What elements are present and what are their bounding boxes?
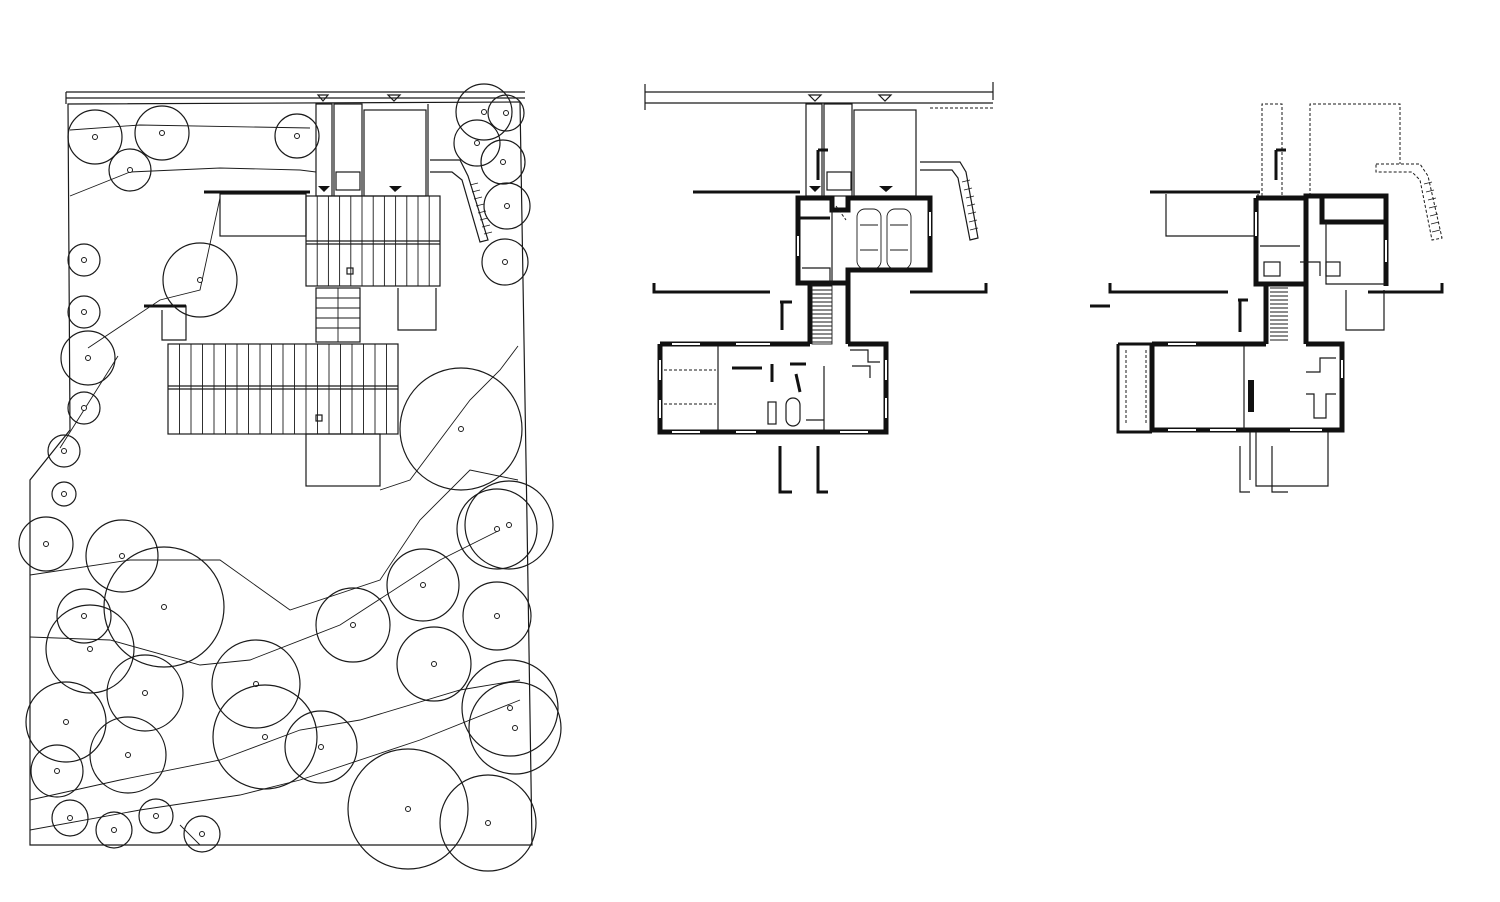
tree-canopy-icon: [455, 83, 513, 141]
entry-triangle-icon: [316, 94, 330, 102]
entry-triangle-icon: [389, 186, 402, 192]
tree-canopy-icon: [67, 391, 101, 425]
tree-canopy-icon: [468, 681, 562, 775]
tree-canopy-icon: [51, 481, 77, 507]
tree-canopy-icon: [103, 546, 225, 668]
tree-canopy-icon: [95, 811, 133, 849]
upper-floor-plan: [1090, 103, 1444, 493]
tree-canopy-icon: [396, 626, 472, 702]
entry-triangle-icon: [386, 94, 402, 102]
driveway: [315, 103, 333, 197]
entry-triangle-icon: [809, 186, 821, 192]
entry-triangle-icon: [879, 186, 893, 192]
tree-canopy-icon: [183, 815, 221, 853]
bathtub-icon: [785, 397, 801, 427]
tree-canopy-icon: [45, 604, 135, 694]
tree-canopy-icon: [162, 242, 238, 318]
terrace: [305, 433, 381, 487]
tree-canopy-icon: [481, 238, 529, 286]
tree-canopy-icon: [461, 659, 559, 757]
south-block-walls: [657, 341, 889, 435]
tree-canopy-icon: [464, 480, 554, 570]
entry-triangle-icon: [807, 94, 823, 102]
tree-canopy-icon: [274, 113, 320, 159]
tree-canopy-icon: [480, 139, 526, 185]
stair-icon: [1423, 181, 1441, 233]
tree-canopy-icon: [138, 798, 174, 834]
ground-floor-plan: [644, 82, 994, 494]
tree-canopy-icon: [25, 681, 107, 763]
stair-icon: [961, 179, 979, 231]
outside-stair: [430, 159, 489, 243]
tree-canopy-icon: [315, 587, 391, 663]
site-boundary: [29, 101, 533, 846]
tree-canopy-icon: [386, 548, 460, 622]
tree-group: [18, 83, 562, 872]
tree-canopy-icon: [67, 109, 123, 165]
tree-canopy-icon: [483, 182, 531, 230]
tree-canopy-icon: [47, 434, 81, 468]
tree-canopy-icon: [106, 654, 184, 732]
tree-canopy-icon: [284, 710, 358, 784]
tree-canopy-icon: [67, 243, 101, 277]
tree-canopy-icon: [439, 774, 537, 872]
tree-canopy-icon: [456, 488, 538, 570]
tree-canopy-icon: [347, 748, 469, 870]
car-icon: [856, 208, 882, 270]
tree-canopy-icon: [453, 119, 501, 167]
tree-canopy-icon: [51, 799, 89, 837]
car-icon: [886, 208, 912, 270]
tree-canopy-icon: [85, 519, 159, 593]
stair-icon: [1270, 287, 1288, 341]
entry-triangle-icon: [318, 186, 330, 192]
tree-canopy-icon: [212, 684, 318, 790]
upper-north-walls: [1253, 193, 1389, 287]
tree-canopy-icon: [18, 516, 74, 572]
tree-canopy-icon: [56, 588, 112, 644]
tree-canopy-icon: [60, 330, 116, 386]
stair-icon: [469, 182, 493, 235]
tree-canopy-icon: [134, 105, 190, 161]
entry-triangle-icon: [877, 94, 893, 102]
tree-canopy-icon: [108, 148, 152, 192]
tree-canopy-icon: [462, 581, 532, 651]
tree-canopy-icon: [487, 94, 525, 132]
tree-canopy-icon: [399, 367, 523, 491]
tree-canopy-icon: [89, 716, 167, 794]
tree-canopy-icon: [67, 295, 101, 329]
site-plan: [18, 83, 562, 872]
north-block-walls: [795, 195, 933, 286]
tree-canopy-icon: [211, 639, 301, 729]
tree-canopy-icon: [30, 744, 84, 798]
